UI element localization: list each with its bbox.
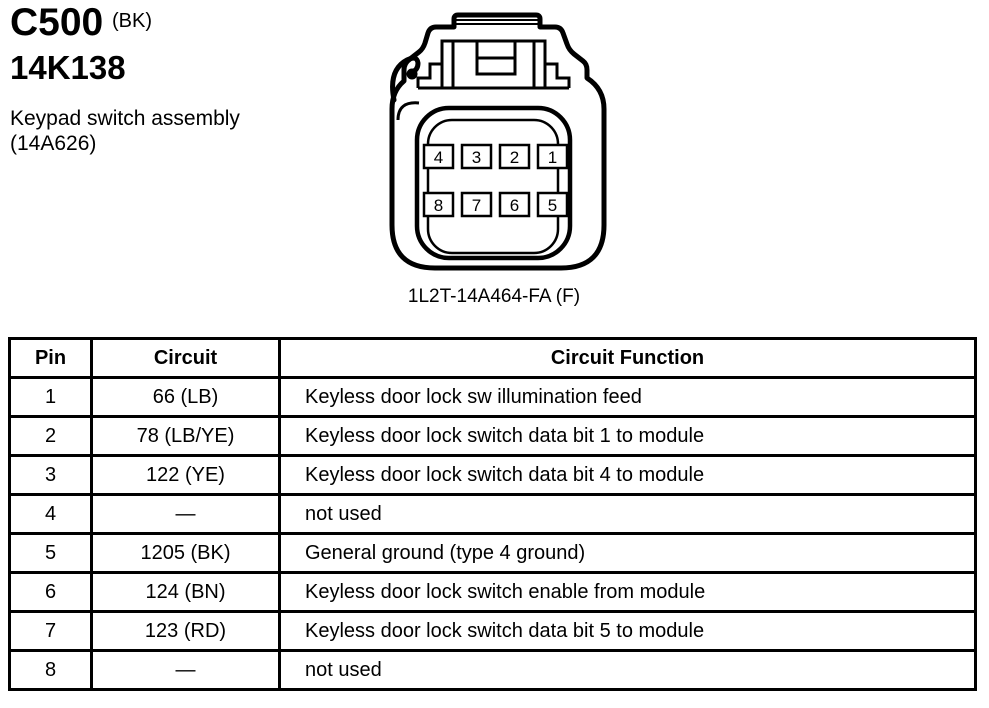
pinout-table: Pin Circuit Circuit Function 1 66 (LB) K…: [8, 337, 977, 691]
latch-tab-ridges: [454, 19, 540, 25]
table-row: 5 1205 (BK) General ground (type 4 groun…: [8, 532, 977, 574]
function-cell: not used: [278, 649, 977, 691]
lock-curl-dot: [406, 68, 418, 80]
pin-label: 4: [434, 148, 443, 167]
circuit-cell: —: [90, 649, 281, 691]
latch-structure: [416, 39, 571, 90]
circuit-cell: 78 (LB/YE): [90, 415, 281, 457]
pin-cell: 2: [8, 415, 93, 457]
pin-cell: 1: [8, 376, 93, 418]
inner-shroud-outer: [414, 105, 573, 261]
pin-label: 7: [472, 196, 481, 215]
table-row: 4 — not used: [8, 493, 977, 535]
pin-label: 5: [548, 196, 557, 215]
table-row: 8 — not used: [8, 649, 977, 691]
function-cell: not used: [278, 493, 977, 535]
table-row: 7 123 (RD) Keyless door lock switch data…: [8, 610, 977, 652]
connector-id: C500: [10, 1, 104, 44]
pin-cell: 5: [8, 532, 93, 574]
lock-curl: [390, 55, 421, 103]
pin-cell: 4: [8, 493, 93, 535]
function-cell: Keyless door lock sw illumination feed: [278, 376, 977, 418]
circuit-cell: 1205 (BK): [90, 532, 281, 574]
function-cell: Keyless door lock switch data bit 5 to m…: [278, 610, 977, 652]
pin-cell: 6: [8, 571, 93, 613]
pin-cell: 7: [8, 610, 93, 652]
function-cell: Keyless door lock switch data bit 1 to m…: [278, 415, 977, 457]
circuit-cell: 66 (LB): [90, 376, 281, 418]
table-row: 1 66 (LB) Keyless door lock sw illuminat…: [8, 376, 977, 418]
pin-label: 1: [548, 148, 557, 167]
function-cell: Keyless door lock switch data bit 4 to m…: [278, 454, 977, 496]
table-row: 6 124 (BN) Keyless door lock switch enab…: [8, 571, 977, 613]
function-cell: General ground (type 4 ground): [278, 532, 977, 574]
component-base-number: (14A626): [10, 132, 97, 155]
pin-label: 6: [510, 196, 519, 215]
pin-label: 2: [510, 148, 519, 167]
table-row: 3 122 (YE) Keyless door lock switch data…: [8, 454, 977, 496]
column-header-pin: Pin: [8, 337, 93, 379]
column-header-circuit: Circuit: [90, 337, 281, 379]
connector-part-caption: 1L2T-14A464-FA (F): [407, 286, 581, 307]
inner-shroud-inner: [426, 118, 560, 255]
pin-cell: 3: [8, 454, 93, 496]
pin-cell: 8: [8, 649, 93, 691]
circuit-cell: —: [90, 493, 281, 535]
component-description: Keypad switch assembly (14A626): [10, 106, 240, 156]
connector-color-code: (BK): [112, 10, 152, 32]
pin-numbers: 4 3 2 1 8 7 6 5: [434, 148, 557, 215]
component-name: Keypad switch assembly: [10, 107, 240, 130]
index-bump: [396, 101, 420, 121]
circuit-cell: 124 (BN): [90, 571, 281, 613]
connector-face-diagram: 4 3 2 1 8 7 6 5: [389, 12, 607, 271]
pin-cavities: [422, 143, 569, 218]
part-number: 14K138: [10, 49, 126, 86]
pin-label: 3: [472, 148, 481, 167]
table-row: 2 78 (LB/YE) Keyless door lock switch da…: [8, 415, 977, 457]
circuit-cell: 122 (YE): [90, 454, 281, 496]
column-header-circuit-function: Circuit Function: [278, 337, 977, 379]
circuit-cell: 123 (RD): [90, 610, 281, 652]
table-header-row: Pin Circuit Circuit Function: [8, 337, 977, 379]
pin-label: 8: [434, 196, 443, 215]
function-cell: Keyless door lock switch enable from mod…: [278, 571, 977, 613]
